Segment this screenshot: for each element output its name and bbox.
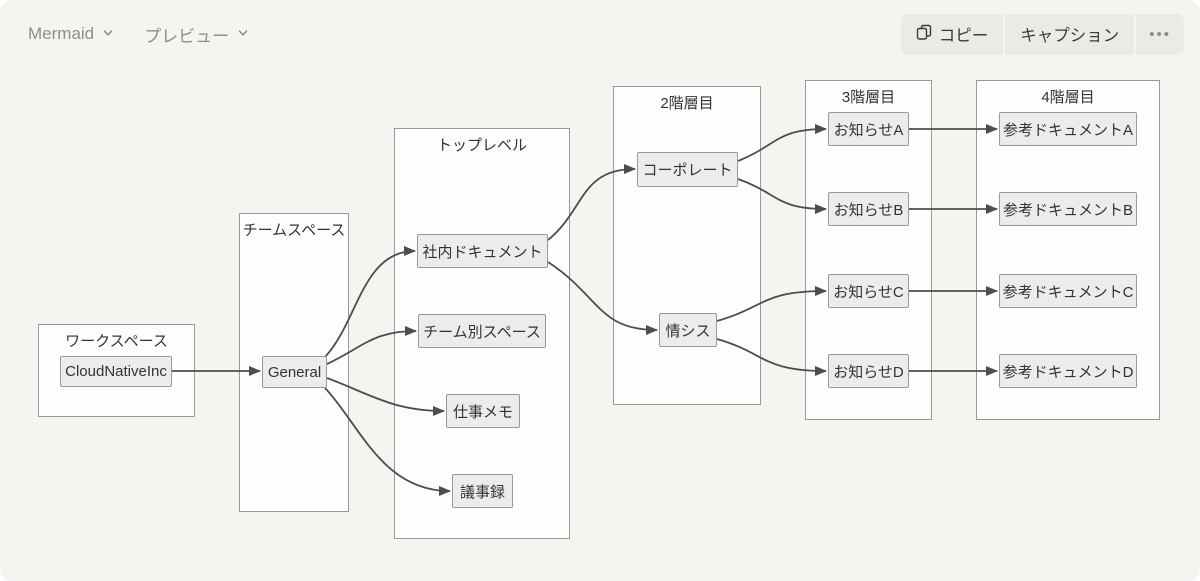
- node-ref-doc-c: 参考ドキュメントC: [999, 274, 1137, 308]
- subgraph-title-level4: 4階層目: [1041, 89, 1095, 106]
- preview-toolbar: Mermaid プレビュー コピー キャプション: [0, 0, 1200, 68]
- node-internal-docs: 社内ドキュメント: [417, 234, 548, 268]
- chevron-down-icon: [237, 24, 249, 44]
- copy-icon: [916, 24, 932, 45]
- subgraph-level2: 2階層目: [613, 86, 761, 405]
- copy-button[interactable]: コピー: [901, 14, 1004, 55]
- subgraph-title-toplevel: トップレベル: [436, 137, 527, 154]
- view-mode-dropdown[interactable]: プレビュー: [144, 22, 249, 47]
- node-joshisu: 情シス: [659, 313, 717, 347]
- subgraph-title-workspace: ワークスペース: [65, 333, 168, 350]
- node-news-c: お知らせC: [828, 274, 909, 308]
- subgraph-title-level2: 2階層目: [660, 95, 714, 112]
- node-general: General: [262, 356, 327, 388]
- caption-button[interactable]: キャプション: [1003, 13, 1134, 55]
- subgraph-title-teamspace: チームスペース: [242, 222, 346, 239]
- caption-button-label: キャプション: [1020, 27, 1120, 45]
- ellipsis-icon: •••: [1149, 25, 1171, 43]
- node-corporate: コーポレート: [637, 152, 738, 187]
- language-dropdown[interactable]: Mermaid: [28, 24, 114, 44]
- node-minutes: 議事録: [452, 474, 513, 508]
- node-ref-doc-d: 参考ドキュメントD: [999, 354, 1137, 388]
- node-ref-doc-b: 参考ドキュメントB: [999, 192, 1137, 226]
- more-options-button[interactable]: •••: [1134, 13, 1184, 55]
- node-news-d: お知らせD: [828, 354, 909, 388]
- language-dropdown-label: Mermaid: [28, 24, 95, 43]
- node-news-a: お知らせA: [828, 112, 909, 146]
- node-cloudnativeinc: CloudNativeInc: [60, 356, 172, 387]
- view-mode-dropdown-label: プレビュー: [144, 26, 230, 46]
- node-news-b: お知らせB: [828, 192, 909, 226]
- block-actions: コピー キャプション •••: [900, 13, 1184, 55]
- subgraph-title-level3: 3階層目: [841, 89, 896, 106]
- node-ref-doc-a: 参考ドキュメントA: [999, 112, 1137, 146]
- copy-button-label: コピー: [938, 27, 989, 45]
- chevron-down-icon: [102, 24, 114, 44]
- node-work-memo: 仕事メモ: [446, 394, 520, 428]
- node-team-spaces: チーム別スペース: [418, 314, 546, 348]
